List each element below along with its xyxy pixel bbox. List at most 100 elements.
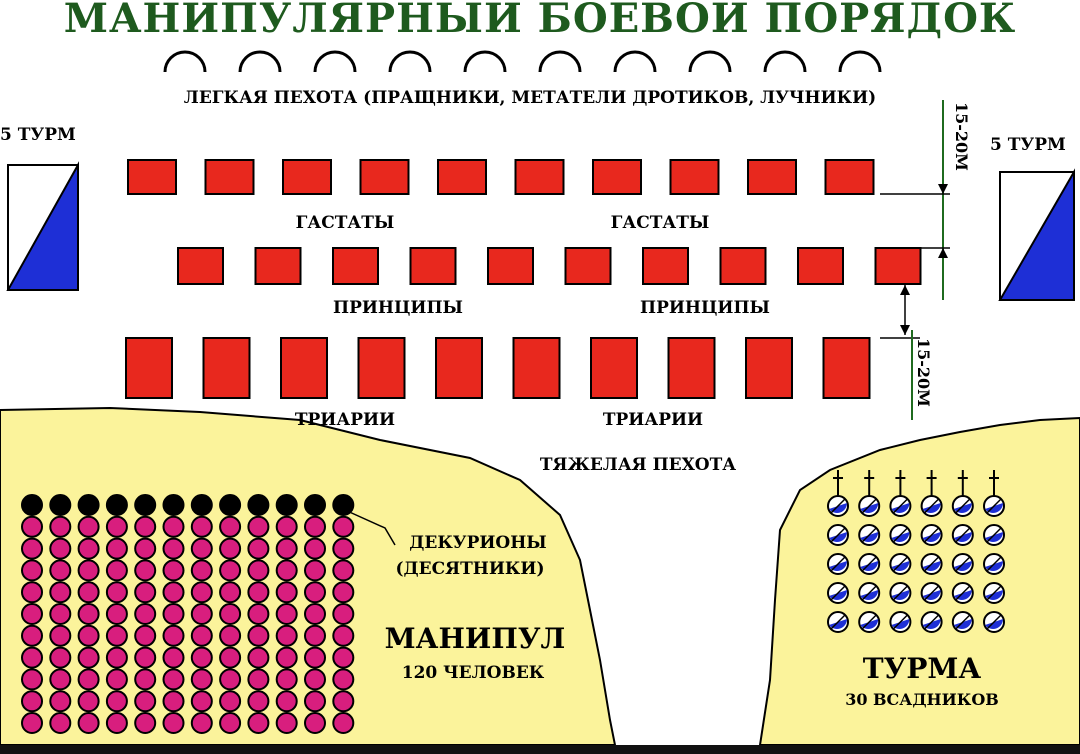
- triarii-maniple: [667, 337, 716, 399]
- maniple-soldier: [190, 515, 213, 538]
- triarii-maniple: [512, 337, 561, 399]
- left-cavalry-label: 5 ТУРМ: [0, 125, 76, 145]
- maniple-soldier: [304, 690, 326, 713]
- maniple-soldier: [332, 603, 355, 625]
- maniple-soldier: [247, 712, 270, 734]
- distance-label-bottom: 15-20М: [914, 338, 933, 407]
- maniple-soldier: [304, 668, 326, 691]
- turma-horseman: [983, 553, 1005, 575]
- triarii-maniple: [590, 337, 638, 399]
- hastati-maniple: [669, 159, 720, 195]
- maniple-soldier: [134, 668, 157, 691]
- maniple-soldier: [134, 537, 157, 560]
- principes-maniple: [332, 247, 379, 285]
- decurions-pointer-line: [344, 509, 396, 546]
- turma-horseman: [827, 495, 849, 517]
- turma-horseman: [858, 524, 881, 546]
- maniple-soldier: [219, 559, 242, 582]
- turma-horseman: [951, 553, 974, 575]
- maniple-soldier: [162, 581, 185, 604]
- maniple-soldier: [77, 537, 100, 560]
- maniple-soldier: [247, 668, 270, 691]
- maniple-soldier: [332, 690, 355, 713]
- maniple-soldier: [77, 581, 100, 604]
- turma-horseman: [920, 495, 943, 517]
- maniple-soldier: [219, 690, 242, 713]
- maniple-soldier: [190, 646, 213, 669]
- maniple-soldier: [275, 646, 298, 669]
- maniple-soldier: [105, 515, 128, 538]
- maniple-soldier: [49, 712, 72, 734]
- light-infantry-arc: [163, 50, 207, 73]
- principes-maniple: [797, 247, 844, 285]
- turma-horseman: [889, 611, 912, 633]
- light-infantry-arcs: [163, 50, 882, 73]
- principes-maniple: [719, 247, 767, 285]
- maniple-soldier: [190, 624, 213, 647]
- maniple-soldier: [332, 624, 355, 647]
- principes-maniple: [564, 247, 612, 285]
- maniple-soldier: [275, 712, 298, 734]
- decurion-soldier: [105, 494, 128, 516]
- triarii-label-left: ТРИАРИИ: [295, 410, 395, 430]
- decurion-soldier: [134, 494, 157, 516]
- maniple-soldier: [162, 537, 185, 560]
- maniple-soldier: [49, 668, 72, 691]
- hastati-maniple: [127, 159, 177, 195]
- maniple-soldier: [190, 712, 213, 734]
- maniple-formation-grid: [21, 494, 355, 734]
- maniple-soldier: [219, 537, 242, 560]
- maniple-soldier: [219, 581, 242, 604]
- principes-maniple: [409, 247, 457, 285]
- decurion-soldier: [332, 494, 355, 516]
- light-infantry-arc: [688, 50, 732, 73]
- principes-maniple: [874, 247, 922, 285]
- maniple-soldier: [219, 624, 242, 647]
- hastati-maniple: [824, 159, 875, 195]
- decurion-soldier: [275, 494, 298, 516]
- maniple-soldier: [105, 646, 128, 669]
- light-infantry-arc: [388, 50, 432, 73]
- hastati-maniple: [514, 159, 565, 195]
- triarii-maniple: [357, 337, 406, 399]
- turma-horseman: [827, 611, 849, 633]
- maniple-soldier: [219, 515, 242, 538]
- maniple-soldier: [190, 581, 213, 604]
- maniple-soldier: [275, 668, 298, 691]
- maniple-soldier: [247, 624, 270, 647]
- turma-horseman: [889, 524, 912, 546]
- bottom-black-bar: [0, 745, 1080, 754]
- maniple-soldier: [162, 624, 185, 647]
- light-infantry-arc: [763, 50, 807, 73]
- maniple-soldier: [332, 581, 355, 604]
- turma-horseman: [889, 553, 912, 575]
- maniple-soldier: [105, 624, 128, 647]
- maniple-soldier: [304, 603, 326, 625]
- decurions-sublabel: (ДЕСЯТНИКИ): [396, 559, 545, 579]
- maniple-soldier: [134, 559, 157, 582]
- decurion-soldier: [190, 494, 213, 516]
- turma-horseman: [889, 495, 912, 517]
- triarii-maniple: [280, 337, 328, 399]
- hastati-maniple: [592, 159, 642, 195]
- turma-horseman: [827, 582, 849, 604]
- principes-maniple: [254, 247, 302, 285]
- maniple-soldier: [162, 603, 185, 625]
- maniple-soldier: [21, 624, 43, 647]
- maniple-soldier: [219, 646, 242, 669]
- triarii-maniple: [822, 337, 871, 399]
- light-infantry-arc: [538, 50, 582, 73]
- maniple-soldier: [134, 646, 157, 669]
- maniple-soldier: [275, 624, 298, 647]
- maniple-soldier: [49, 624, 72, 647]
- decurion-soldier: [49, 494, 72, 516]
- turma-horseman: [983, 582, 1005, 604]
- triarii-label-right: ТРИАРИИ: [603, 410, 703, 430]
- turma-subtitle: 30 ВСАДНИКОВ: [845, 690, 999, 709]
- maniple-soldier: [134, 690, 157, 713]
- maniple-soldier: [49, 646, 72, 669]
- distance-marker-top: 15-20М: [880, 100, 971, 300]
- turma-horseman: [920, 524, 943, 546]
- maniple-soldier: [275, 690, 298, 713]
